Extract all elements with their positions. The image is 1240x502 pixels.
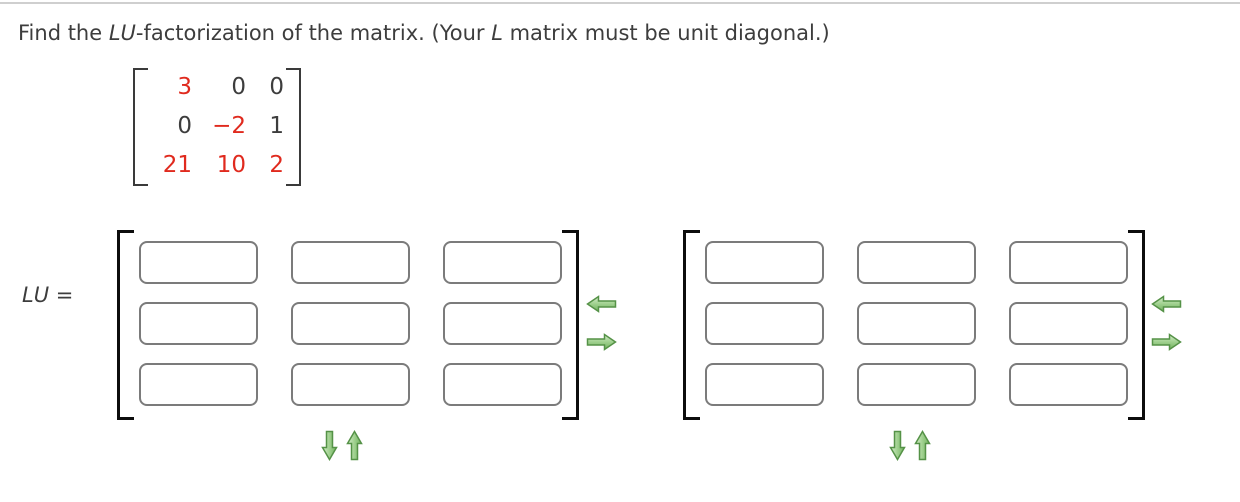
remove-row-up-arrow-button[interactable] bbox=[346, 430, 363, 461]
given-matrix-cell: 0 bbox=[269, 74, 284, 100]
given-matrix-grid: 3 0 0 0 −2 1 21 10 2 bbox=[148, 68, 286, 186]
statement-lu-italic: LU bbox=[108, 21, 136, 45]
matrix-input-u-r2c1[interactable] bbox=[705, 302, 824, 345]
remove-column-left-arrow-button[interactable] bbox=[586, 295, 617, 313]
right-arrow-icon bbox=[1151, 333, 1182, 351]
given-matrix: 3 0 0 0 −2 1 21 10 2 bbox=[133, 68, 301, 186]
right-arrow-icon bbox=[586, 333, 617, 351]
matrix-input-u-r2c3[interactable] bbox=[1009, 302, 1128, 345]
lu-label-italic: LU bbox=[22, 283, 50, 307]
matrix-input-u-r3c1[interactable] bbox=[705, 363, 824, 406]
remove-column-left-arrow-button[interactable] bbox=[1151, 295, 1182, 313]
matrix-input-u-r2c2[interactable] bbox=[857, 302, 976, 345]
given-matrix-cell: 2 bbox=[269, 152, 284, 178]
matrix-input-u-r3c2[interactable] bbox=[857, 363, 976, 406]
down-arrow-icon bbox=[889, 430, 906, 461]
matrix-input-l-r2c3[interactable] bbox=[443, 302, 562, 345]
given-matrix-cell: 10 bbox=[216, 152, 246, 178]
matrix-input-l-r1c3[interactable] bbox=[443, 241, 562, 284]
matrix-input-l-r3c3[interactable] bbox=[443, 363, 562, 406]
answer-matrix-u bbox=[683, 230, 1145, 420]
matrix-input-l-r1c1[interactable] bbox=[139, 241, 258, 284]
left-arrow-icon bbox=[1151, 295, 1182, 313]
statement-l-italic: L bbox=[491, 21, 503, 45]
matrix-input-l-r2c2[interactable] bbox=[291, 302, 410, 345]
up-arrow-icon bbox=[346, 430, 363, 461]
statement-text: Find the bbox=[18, 21, 109, 45]
given-matrix-cell: 0 bbox=[231, 74, 246, 100]
down-arrow-icon bbox=[321, 430, 338, 461]
add-row-down-arrow-button[interactable] bbox=[889, 430, 906, 461]
left-bracket bbox=[133, 68, 148, 186]
right-bracket bbox=[1128, 230, 1145, 420]
statement-text: matrix must be unit diagonal.) bbox=[502, 21, 830, 45]
right-bracket bbox=[562, 230, 579, 420]
up-arrow-icon bbox=[914, 430, 931, 461]
answer-matrix-u-grid bbox=[700, 230, 1128, 420]
add-row-down-arrow-button[interactable] bbox=[321, 430, 338, 461]
given-matrix-cell: 3 bbox=[177, 74, 192, 100]
given-matrix-cell: 21 bbox=[162, 152, 192, 178]
matrix-input-u-r1c1[interactable] bbox=[705, 241, 824, 284]
matrix-input-u-r3c3[interactable] bbox=[1009, 363, 1128, 406]
statement-text: -factorization of the matrix. (Your bbox=[135, 21, 492, 45]
matrix-input-l-r1c2[interactable] bbox=[291, 241, 410, 284]
right-bracket bbox=[286, 68, 301, 186]
left-bracket bbox=[683, 230, 700, 420]
given-matrix-cell: −2 bbox=[212, 113, 246, 139]
matrix-input-l-r3c1[interactable] bbox=[139, 363, 258, 406]
matrix-input-u-r1c3[interactable] bbox=[1009, 241, 1128, 284]
matrix-input-u-r1c2[interactable] bbox=[857, 241, 976, 284]
answer-matrix-l bbox=[117, 230, 579, 420]
add-column-right-arrow-button[interactable] bbox=[586, 333, 617, 351]
lu-equals-label: LU = bbox=[22, 283, 73, 307]
matrix-input-l-r2c1[interactable] bbox=[139, 302, 258, 345]
left-bracket bbox=[117, 230, 134, 420]
remove-row-up-arrow-button[interactable] bbox=[914, 430, 931, 461]
given-matrix-cell: 1 bbox=[269, 113, 284, 139]
answer-matrix-l-grid bbox=[134, 230, 562, 420]
given-matrix-cell: 0 bbox=[177, 113, 192, 139]
matrix-input-l-r3c2[interactable] bbox=[291, 363, 410, 406]
add-column-right-arrow-button[interactable] bbox=[1151, 333, 1182, 351]
problem-statement: Find the LU-factorization of the matrix.… bbox=[18, 21, 830, 45]
left-arrow-icon bbox=[586, 295, 617, 313]
top-divider bbox=[0, 2, 1240, 4]
equals-sign: = bbox=[49, 283, 74, 307]
